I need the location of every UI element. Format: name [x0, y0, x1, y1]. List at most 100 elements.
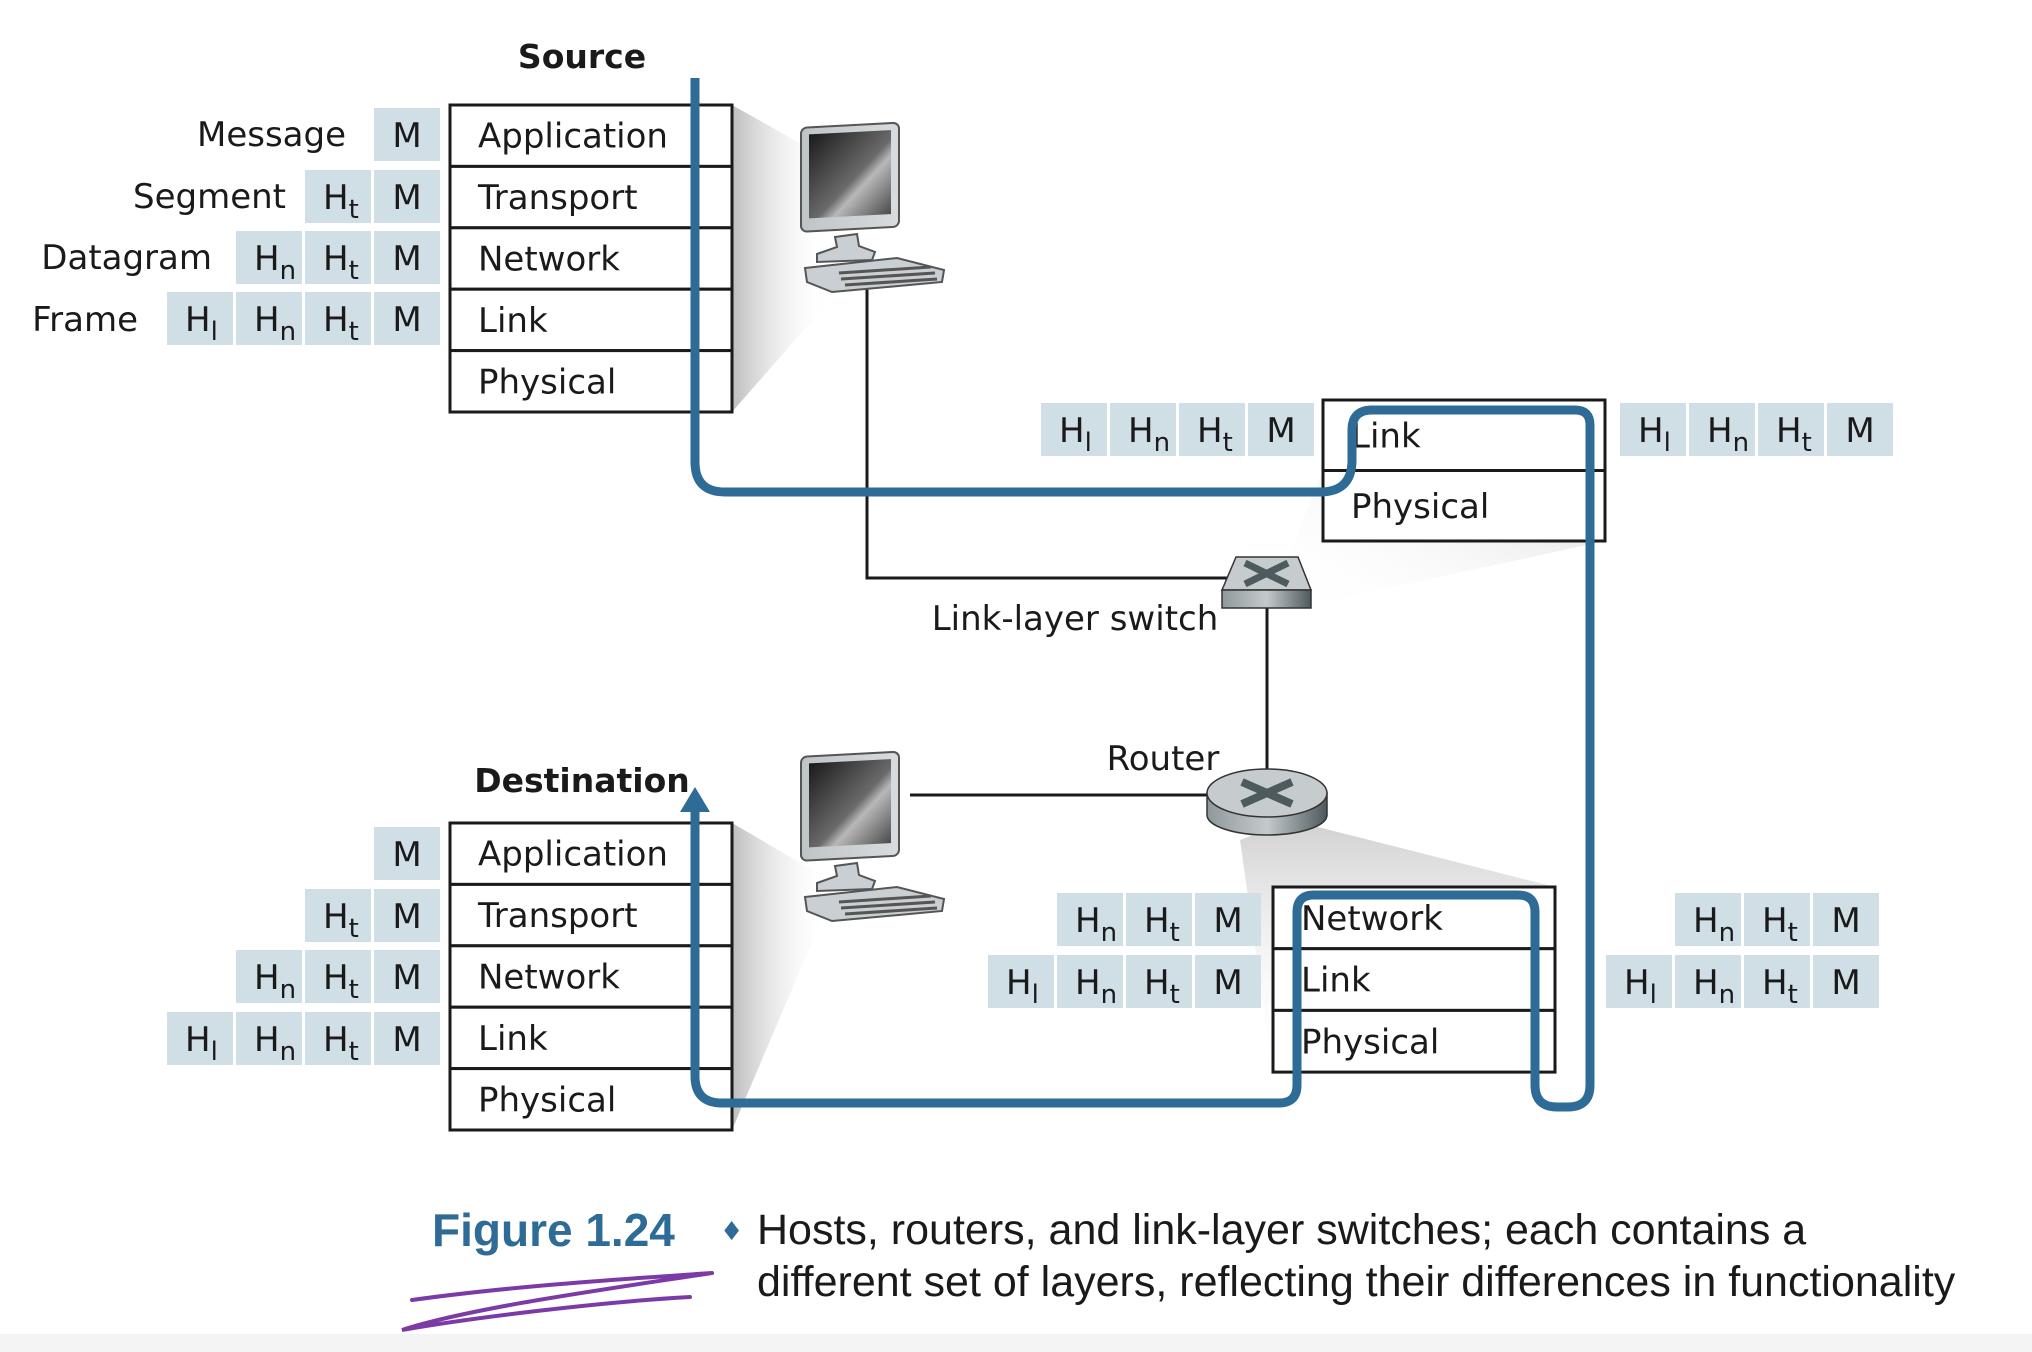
destination-header-cell: M [374, 1012, 440, 1065]
source-header-cell: Ht [305, 170, 371, 225]
data-flow-path [680, 78, 1595, 1112]
pdu-label-segment: Segment [133, 177, 286, 217]
header-label: Ht [1762, 963, 1798, 1010]
router-icon [1206, 768, 1328, 836]
header-label: Ht [323, 300, 359, 347]
destination-header-cell: Hn [236, 1012, 302, 1067]
router-layer-label: Network [1301, 899, 1443, 939]
header-label: M [1213, 901, 1242, 941]
router-right-header-cell: M [1813, 955, 1879, 1008]
header-label: Hl [1638, 411, 1671, 458]
switch-label: Link-layer switch [932, 599, 1219, 639]
caption-line-2: different set of layers, reflecting thei… [757, 1258, 1956, 1306]
source-to-switch-link [865, 283, 1230, 580]
header-label: Hl [1006, 963, 1039, 1010]
source-header-cell: M [374, 170, 440, 223]
header-label: Hn [1693, 963, 1735, 1010]
source-header-cell: Ht [305, 292, 371, 347]
source-layer-label: Link [478, 301, 548, 341]
destination-layer-label: Application [478, 835, 668, 875]
header-label: Hn [1075, 963, 1117, 1010]
source-header-cell: Hn [236, 292, 302, 347]
destination-header-cell: Ht [305, 950, 371, 1005]
destination-layer-application: Application [448, 821, 734, 886]
header-label: M [392, 239, 421, 279]
header-label: Hl [185, 1020, 218, 1067]
pdu-label-message: Message [197, 115, 346, 155]
header-label: M [392, 1020, 421, 1060]
switch-right-header-cell: M [1827, 403, 1893, 456]
header-label: Hl [185, 300, 218, 347]
destination-layer-label: Link [478, 1019, 548, 1059]
header-label: Ht [323, 897, 359, 944]
switch-left-header-cell: Hl [1041, 403, 1107, 458]
header-label: M [1831, 901, 1860, 941]
destination-header-cell: Ht [305, 1012, 371, 1067]
header-label: M [392, 116, 421, 156]
header-label: M [1213, 963, 1242, 1003]
router-right-header-cell: Ht [1744, 955, 1810, 1010]
source-header-cell: Hn [236, 231, 302, 286]
destination-layer-label: Physical [478, 1080, 616, 1120]
header-label: Ht [1762, 901, 1798, 948]
destination-layer-physical: Physical [448, 1067, 734, 1132]
header-label: M [1266, 411, 1295, 451]
source-layer-label: Physical [478, 362, 616, 402]
header-label: Hn [1128, 411, 1170, 458]
destination-header-cell: M [374, 950, 440, 1003]
header-label: Hn [1075, 901, 1117, 948]
source-layer-network: Network [448, 226, 734, 291]
figure-number: Figure 1.24 [432, 1204, 675, 1256]
page-bottom-band [0, 1334, 2032, 1352]
source-layer-physical: Physical [448, 349, 734, 414]
destination-beam [732, 823, 830, 1130]
header-label: Hn [254, 239, 296, 286]
router-right-header-cell: Ht [1744, 893, 1810, 948]
destination-header-cell: Hl [167, 1012, 233, 1067]
switch-right-header-cell: Ht [1758, 403, 1824, 458]
destination-layer-transport: Transport [448, 882, 734, 948]
destination-layer-label: Transport [477, 896, 638, 936]
source-header-cell: Hl [167, 292, 233, 347]
destination-layer-label: Network [478, 958, 620, 998]
header-label: Ht [1197, 411, 1233, 458]
switch-left-header-cell: Ht [1179, 403, 1245, 458]
header-label: Hl [1059, 411, 1092, 458]
router-right-header-cell: M [1813, 893, 1879, 946]
destination-layer-link: Link [448, 1005, 734, 1071]
switch-right-header-cell: Hn [1689, 403, 1755, 458]
switch-icon [1220, 556, 1313, 609]
header-label: Ht [1144, 901, 1180, 948]
router-left-header-cell: Hn [1057, 893, 1123, 948]
destination-layer-network: Network [448, 944, 734, 1009]
switch-left-header-cell: M [1248, 403, 1314, 456]
header-label: M [392, 958, 421, 998]
header-label: Ht [323, 178, 359, 225]
flow-arrowhead [680, 787, 710, 812]
header-label: M [392, 300, 421, 340]
router-layer-label: Link [1301, 961, 1371, 1001]
source-title: Source [518, 37, 646, 76]
source-computer-icon [800, 121, 946, 294]
header-label: Hn [254, 958, 296, 1005]
router-right-header-cell: Hn [1675, 893, 1741, 948]
router-layer-label: Physical [1301, 1022, 1439, 1062]
destination-title: Destination [474, 761, 690, 800]
destination-header-cell: Ht [305, 889, 371, 944]
source-layer-label: Transport [477, 178, 638, 218]
caption-separator-icon: ♦ [720, 1217, 743, 1247]
header-label: M [1831, 963, 1860, 1003]
switch-layer-label: Link [1351, 416, 1421, 456]
source-header-cell: Ht [305, 231, 371, 286]
pdu-label-frame: Frame [32, 300, 138, 340]
switch-left-header-cell: Hn [1110, 403, 1176, 458]
source-header-cell: M [374, 108, 440, 161]
header-label: Hn [1693, 901, 1735, 948]
header-label: Hn [254, 300, 296, 347]
caption-line-1: Hosts, routers, and link-layer switches;… [757, 1206, 1806, 1254]
